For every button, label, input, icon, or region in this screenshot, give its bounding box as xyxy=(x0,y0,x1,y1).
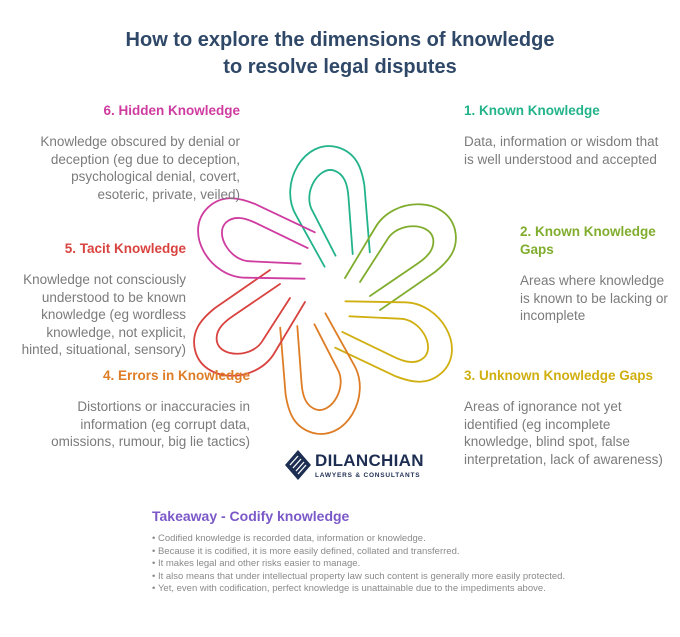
petal-known-knowledge-gaps xyxy=(344,203,457,311)
title-line-2: to resolve legal disputes xyxy=(223,56,457,78)
dimension-heading: 3. Unknown Knowledge Gaps xyxy=(464,368,654,383)
dimension-heading: 2. Known Knowledge Gaps xyxy=(520,224,656,257)
title-line-1: How to explore the dimensions of knowled… xyxy=(125,29,555,51)
page-title: How to explore the dimensions of knowled… xyxy=(0,27,680,81)
takeaway-point: It also means that under intellectual pr… xyxy=(152,571,565,584)
dimension-known-knowledge-gaps: 2. Known Knowledge Gaps Areas where know… xyxy=(520,223,675,325)
logo-mark-icon xyxy=(285,450,311,480)
takeaway-point: Yet, even with codification, perfect kno… xyxy=(152,583,565,596)
takeaway-title: Takeaway - Codify knowledge xyxy=(152,508,350,524)
takeaway-point: Because it is codified, it is more easil… xyxy=(152,546,565,559)
dimension-hidden-knowledge: 6. Hidden Knowledge Knowledge obscured b… xyxy=(40,102,240,203)
petal-errors-in-knowledge xyxy=(279,312,361,435)
dimension-description: Distortions or inaccuracies in informati… xyxy=(51,399,250,449)
takeaway-point: It makes legal and other risks easier to… xyxy=(152,558,565,571)
petal-tacit-knowledge xyxy=(193,269,306,377)
dimension-errors-in-knowledge: 4. Errors in Knowledge Distortions or in… xyxy=(30,367,250,451)
logo-name: DILANCHIAN xyxy=(315,451,424,470)
dimension-description: Knowledge not consciously understood to … xyxy=(21,272,186,357)
petal-known-knowledge xyxy=(289,145,371,268)
takeaway-point: Codified knowledge is recorded data, inf… xyxy=(152,533,565,546)
petal-hidden-knowledge xyxy=(197,197,316,280)
dimension-heading: 4. Errors in Knowledge xyxy=(102,368,250,383)
dimension-description: Data, information or wisdom that is well… xyxy=(464,134,659,167)
dimension-heading: 1. Known Knowledge xyxy=(464,103,600,118)
petal-unknown-knowledge-gaps xyxy=(334,300,453,383)
dimension-tacit-knowledge: 5. Tacit Knowledge Knowledge not conscio… xyxy=(10,240,186,359)
dimension-heading: 5. Tacit Knowledge xyxy=(64,241,186,256)
dimension-heading: 6. Hidden Knowledge xyxy=(103,103,240,118)
dilanchian-logo: DILANCHIAN LAWYERS & CONSULTANTS xyxy=(285,448,445,488)
logo-tagline: LAWYERS & CONSULTANTS xyxy=(315,472,421,479)
takeaway-list: Codified knowledge is recorded data, inf… xyxy=(152,533,565,596)
dimension-known-knowledge: 1. Known Knowledge Data, information or … xyxy=(464,102,664,168)
dimension-unknown-knowledge-gaps: 3. Unknown Knowledge Gaps Areas of ignor… xyxy=(464,367,664,468)
dimension-description: Areas where knowledge is known to be lac… xyxy=(520,273,668,323)
dimension-description: Knowledge obscured by denial or deceptio… xyxy=(40,134,240,202)
dimension-description: Areas of ignorance not yet identified (e… xyxy=(464,399,663,467)
